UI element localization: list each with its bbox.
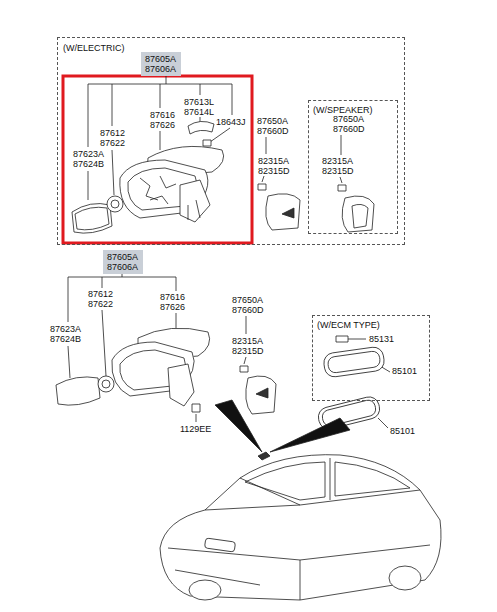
callout-number: 1129EE (180, 424, 211, 434)
highlight-frame (63, 76, 252, 243)
manual-mirror (56, 328, 276, 414)
car (160, 452, 441, 600)
callout-number: 87623A 87624B (73, 149, 104, 169)
callout-number: 87650A 87660D (333, 114, 365, 134)
inside-mirrors (316, 336, 385, 431)
leader-lines (68, 73, 390, 428)
callout-number: 85101 (392, 366, 417, 376)
callout-number: 82315A 82315D (322, 156, 354, 176)
pointer (215, 400, 262, 452)
callout-number: 82315A 82315D (232, 336, 264, 356)
callout-number: 18643J (216, 117, 246, 127)
callout-number: 87612 87622 (88, 289, 113, 309)
callout-number: 82315A 82315D (258, 156, 290, 176)
callout-number: 87623A 87624B (50, 324, 81, 344)
callout-number: 87650A 87660D (232, 295, 264, 315)
part-number: 87605A 87606A (145, 54, 176, 74)
callout-number: 87613L 87614L (184, 97, 214, 117)
region-heading: (W/ELECTRIC) (63, 43, 125, 53)
mirror-covers (258, 184, 374, 232)
pointer (270, 418, 350, 452)
callout-number: 87616 87626 (160, 292, 185, 312)
variant-region: (W/ECM TYPE) (312, 315, 430, 401)
part-number-box: 87605A 87606A (103, 250, 143, 274)
part-number: 87605A 87606A (107, 252, 138, 272)
callout-number: 87612 87622 (100, 128, 125, 148)
callout-number: 85101 (390, 426, 415, 436)
region-heading: (W/ECM TYPE) (317, 320, 380, 330)
electric-mirror (72, 121, 224, 233)
part-number-box: 87605A 87606A (141, 52, 181, 76)
region-heading: (W/SPEAKER) (313, 105, 373, 115)
callout-number: 87650A 87660D (257, 116, 289, 136)
callout-number: 87616 87626 (150, 110, 175, 130)
callout-number: 85131 (369, 334, 394, 344)
